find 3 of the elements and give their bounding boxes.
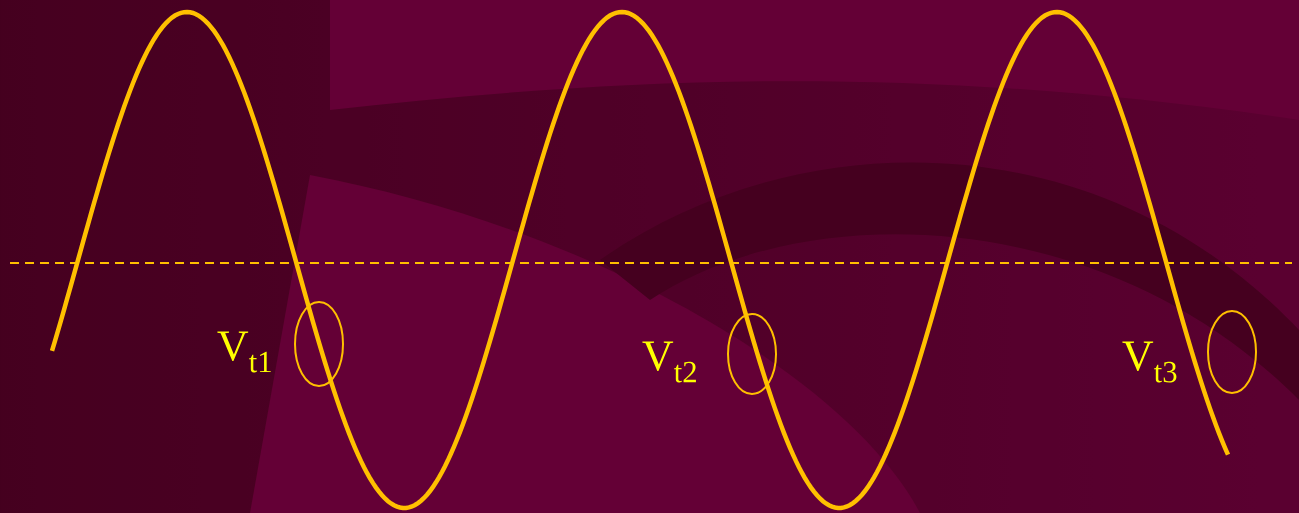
voltage-label: V$_{t1}$: [217, 331, 271, 373]
voltage-label: V$_{t2}$: [642, 341, 696, 383]
voltage-label: V$_{t3}$: [1122, 341, 1177, 383]
